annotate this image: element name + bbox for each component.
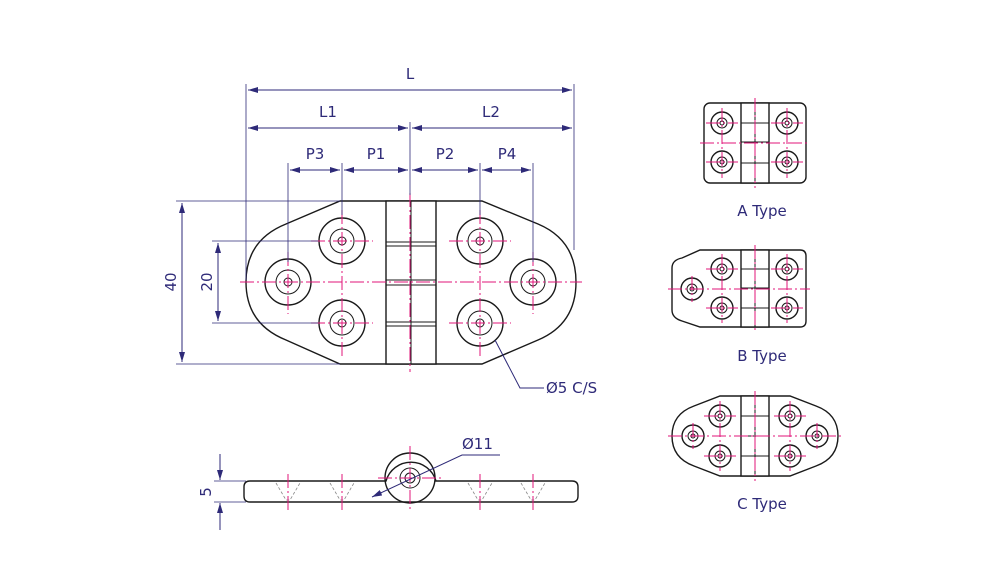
dim-label-L: L — [406, 65, 415, 83]
type-a-view: A Type — [700, 98, 810, 220]
dim-label-P1: P1 — [367, 145, 386, 163]
type-a-label: A Type — [737, 202, 786, 220]
dim-label-L1: L1 — [319, 103, 337, 121]
dim-label-P3: P3 — [306, 145, 325, 163]
dim-label-L2: L2 — [482, 103, 500, 121]
dim-label-20: 20 — [198, 272, 216, 291]
dimension-lines — [179, 87, 572, 389]
dim-label-P2: P2 — [436, 145, 455, 163]
type-c-label: C Type — [737, 495, 787, 513]
centerlines — [240, 193, 582, 372]
type-b-label: B Type — [737, 347, 787, 365]
extension-lines — [176, 84, 575, 365]
type-b-view: B Type — [668, 245, 810, 365]
dim-label-hole: Ø5 C/S — [546, 379, 597, 397]
side-view: 5 Ø11 — [197, 435, 579, 530]
main-plan-view: L L1 L2 P3 P1 P2 P4 40 20 Ø5 C/S — [162, 65, 597, 397]
dim-label-5: 5 — [197, 487, 215, 497]
side-profile — [243, 461, 579, 503]
hinge-body-outline — [245, 200, 577, 365]
dim-label-P4: P4 — [498, 145, 517, 163]
dim-label-pin: Ø11 — [462, 435, 493, 453]
dim-label-40: 40 — [162, 272, 180, 291]
type-c-view: C Type — [668, 391, 842, 513]
